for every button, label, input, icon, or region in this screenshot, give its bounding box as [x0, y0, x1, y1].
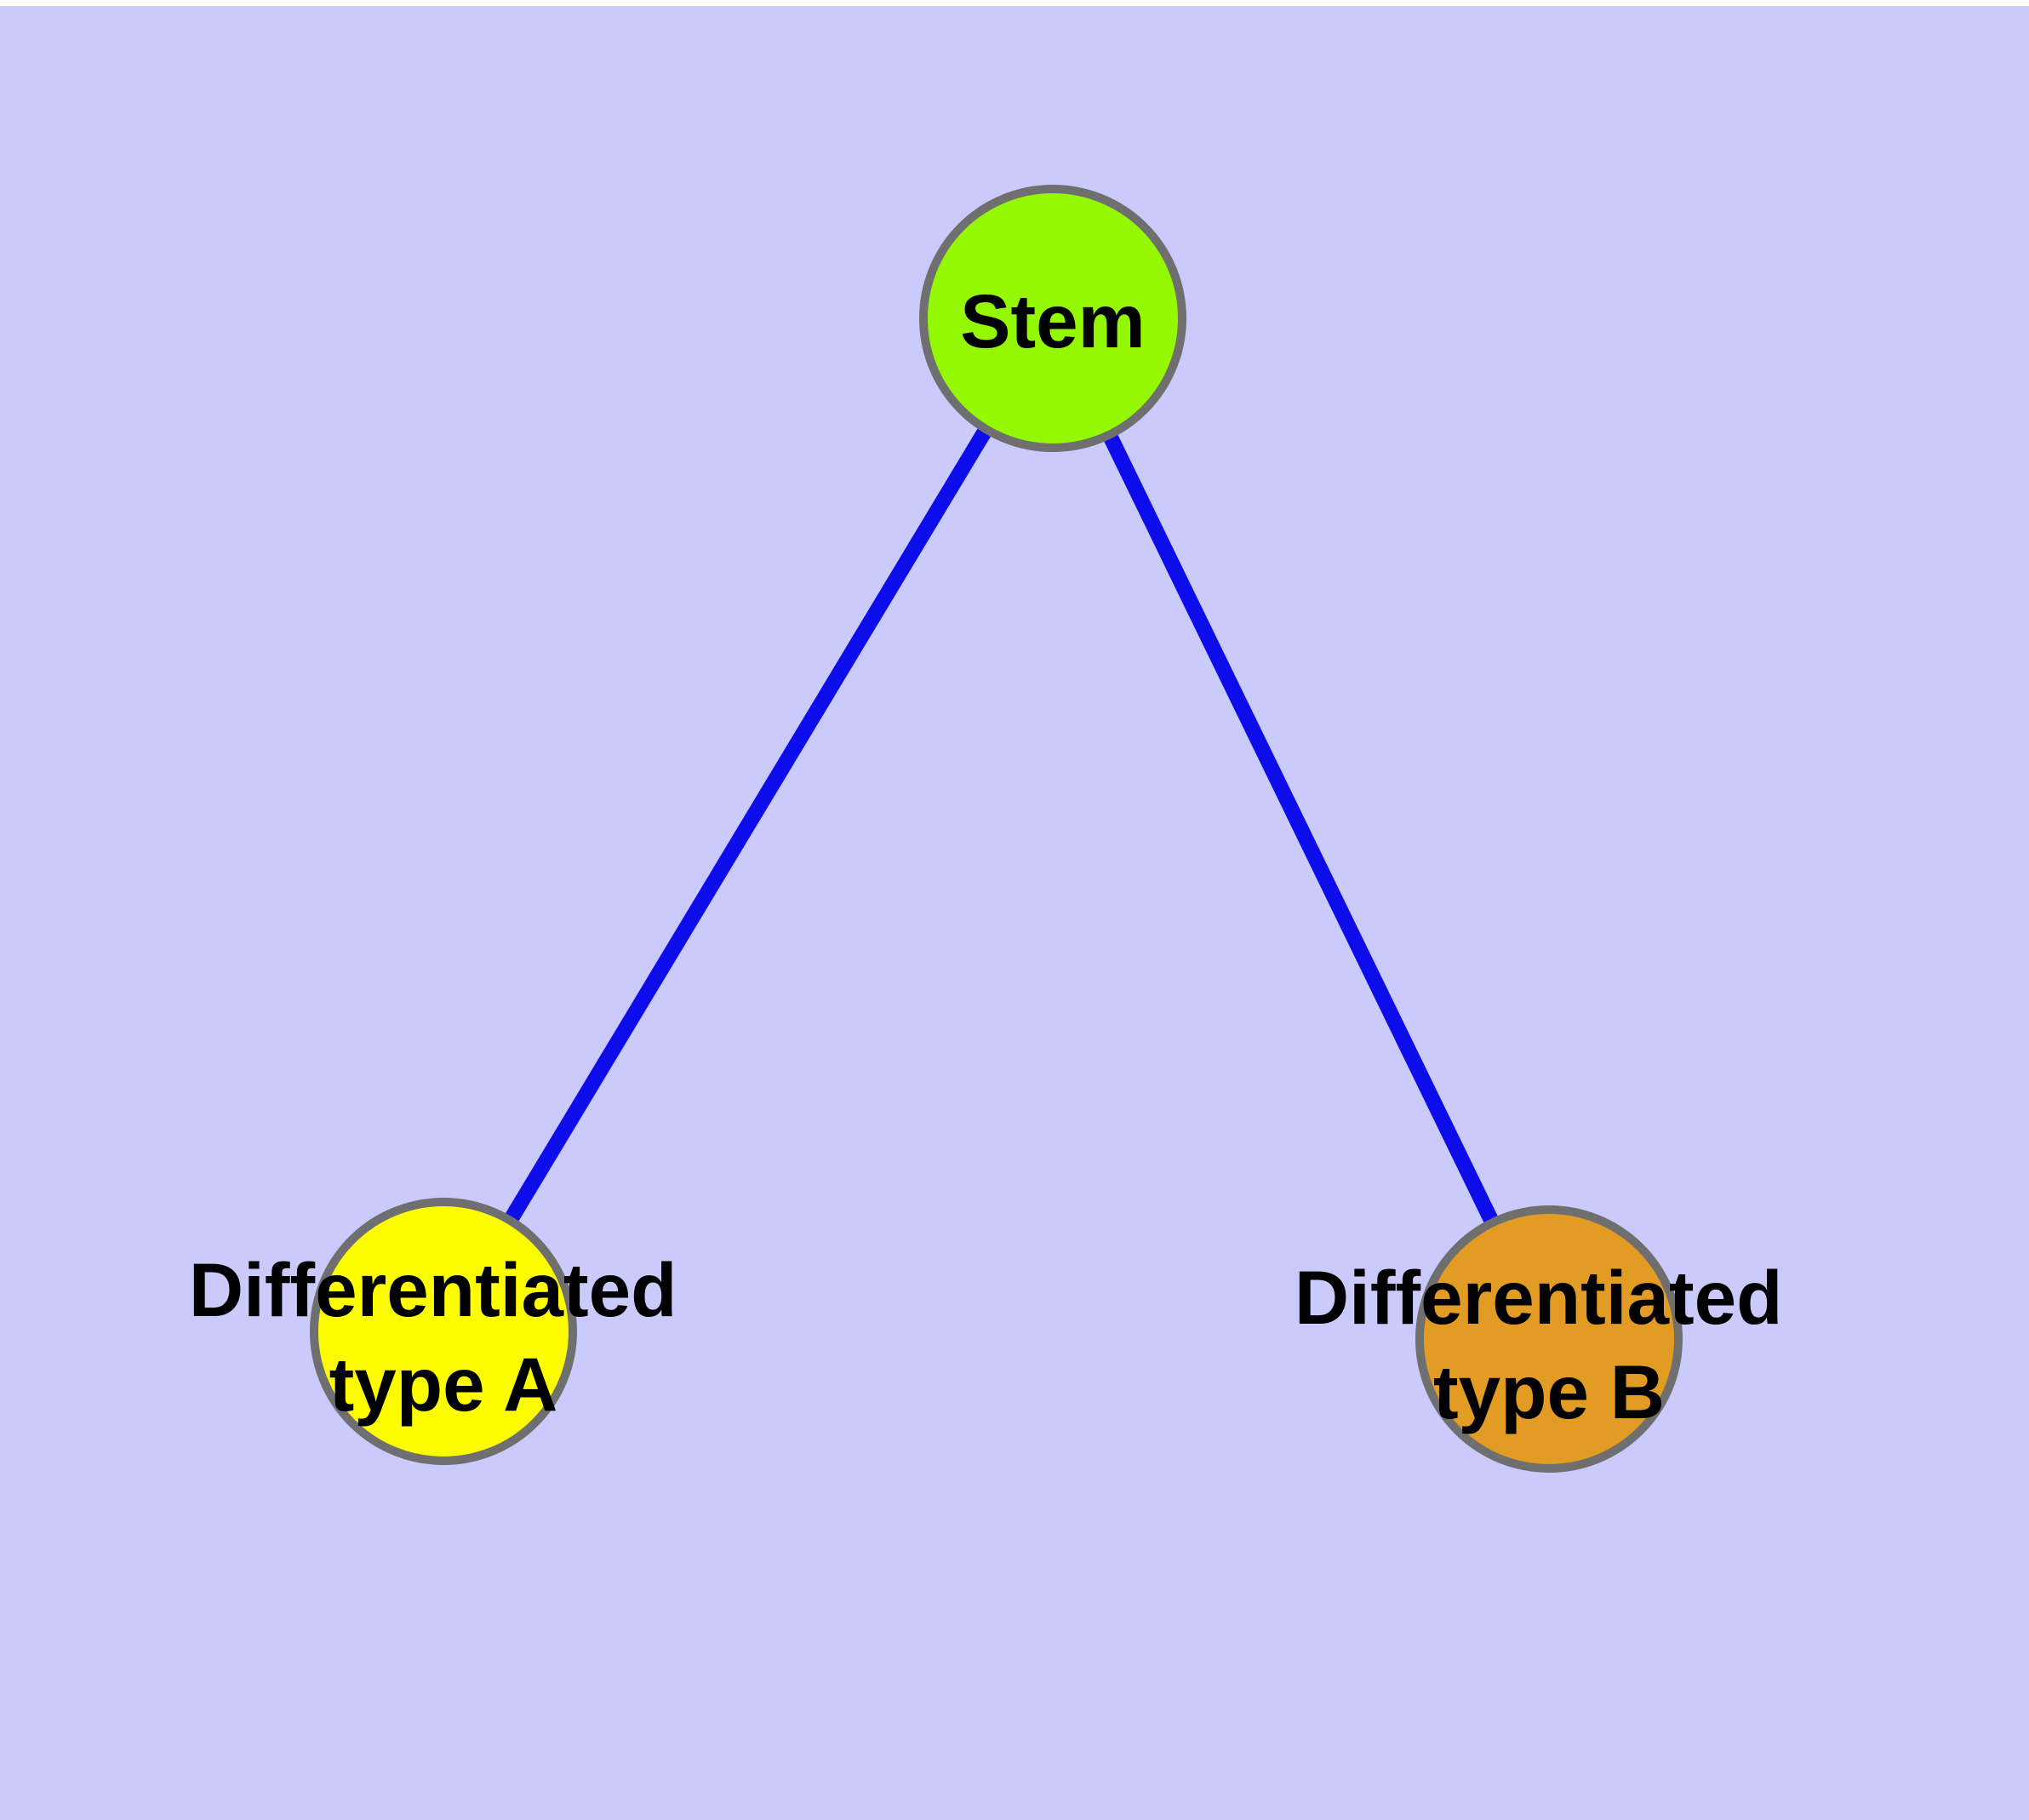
node-stem: Stem [919, 185, 1186, 452]
node-differentiated-type-a: Differentiated type A [189, 1198, 698, 1465]
type-b-label-line2: type B [1433, 1349, 1665, 1434]
type-a-node-label: Differentiated type A [189, 1247, 698, 1427]
type-a-label-line1: Differentiated [189, 1247, 677, 1332]
type-a-label-line2: type A [329, 1342, 558, 1427]
edges-layer [437, 314, 1557, 1342]
stem-node-label: Stem [960, 278, 1146, 363]
top-margin-strip [0, 0, 2029, 6]
type-b-node-label: Differentiated type B [1295, 1255, 1803, 1434]
type-b-node-circle [1415, 1205, 1683, 1473]
type-b-label-line1: Differentiated [1295, 1255, 1783, 1340]
edge-stem-to-type-a [437, 314, 1060, 1336]
node-differentiated-type-b: Differentiated type B [1295, 1205, 1803, 1473]
stem-node-circle [919, 185, 1186, 452]
type-a-node-circle [310, 1198, 577, 1465]
edge-stem-to-type-b [1045, 315, 1557, 1342]
